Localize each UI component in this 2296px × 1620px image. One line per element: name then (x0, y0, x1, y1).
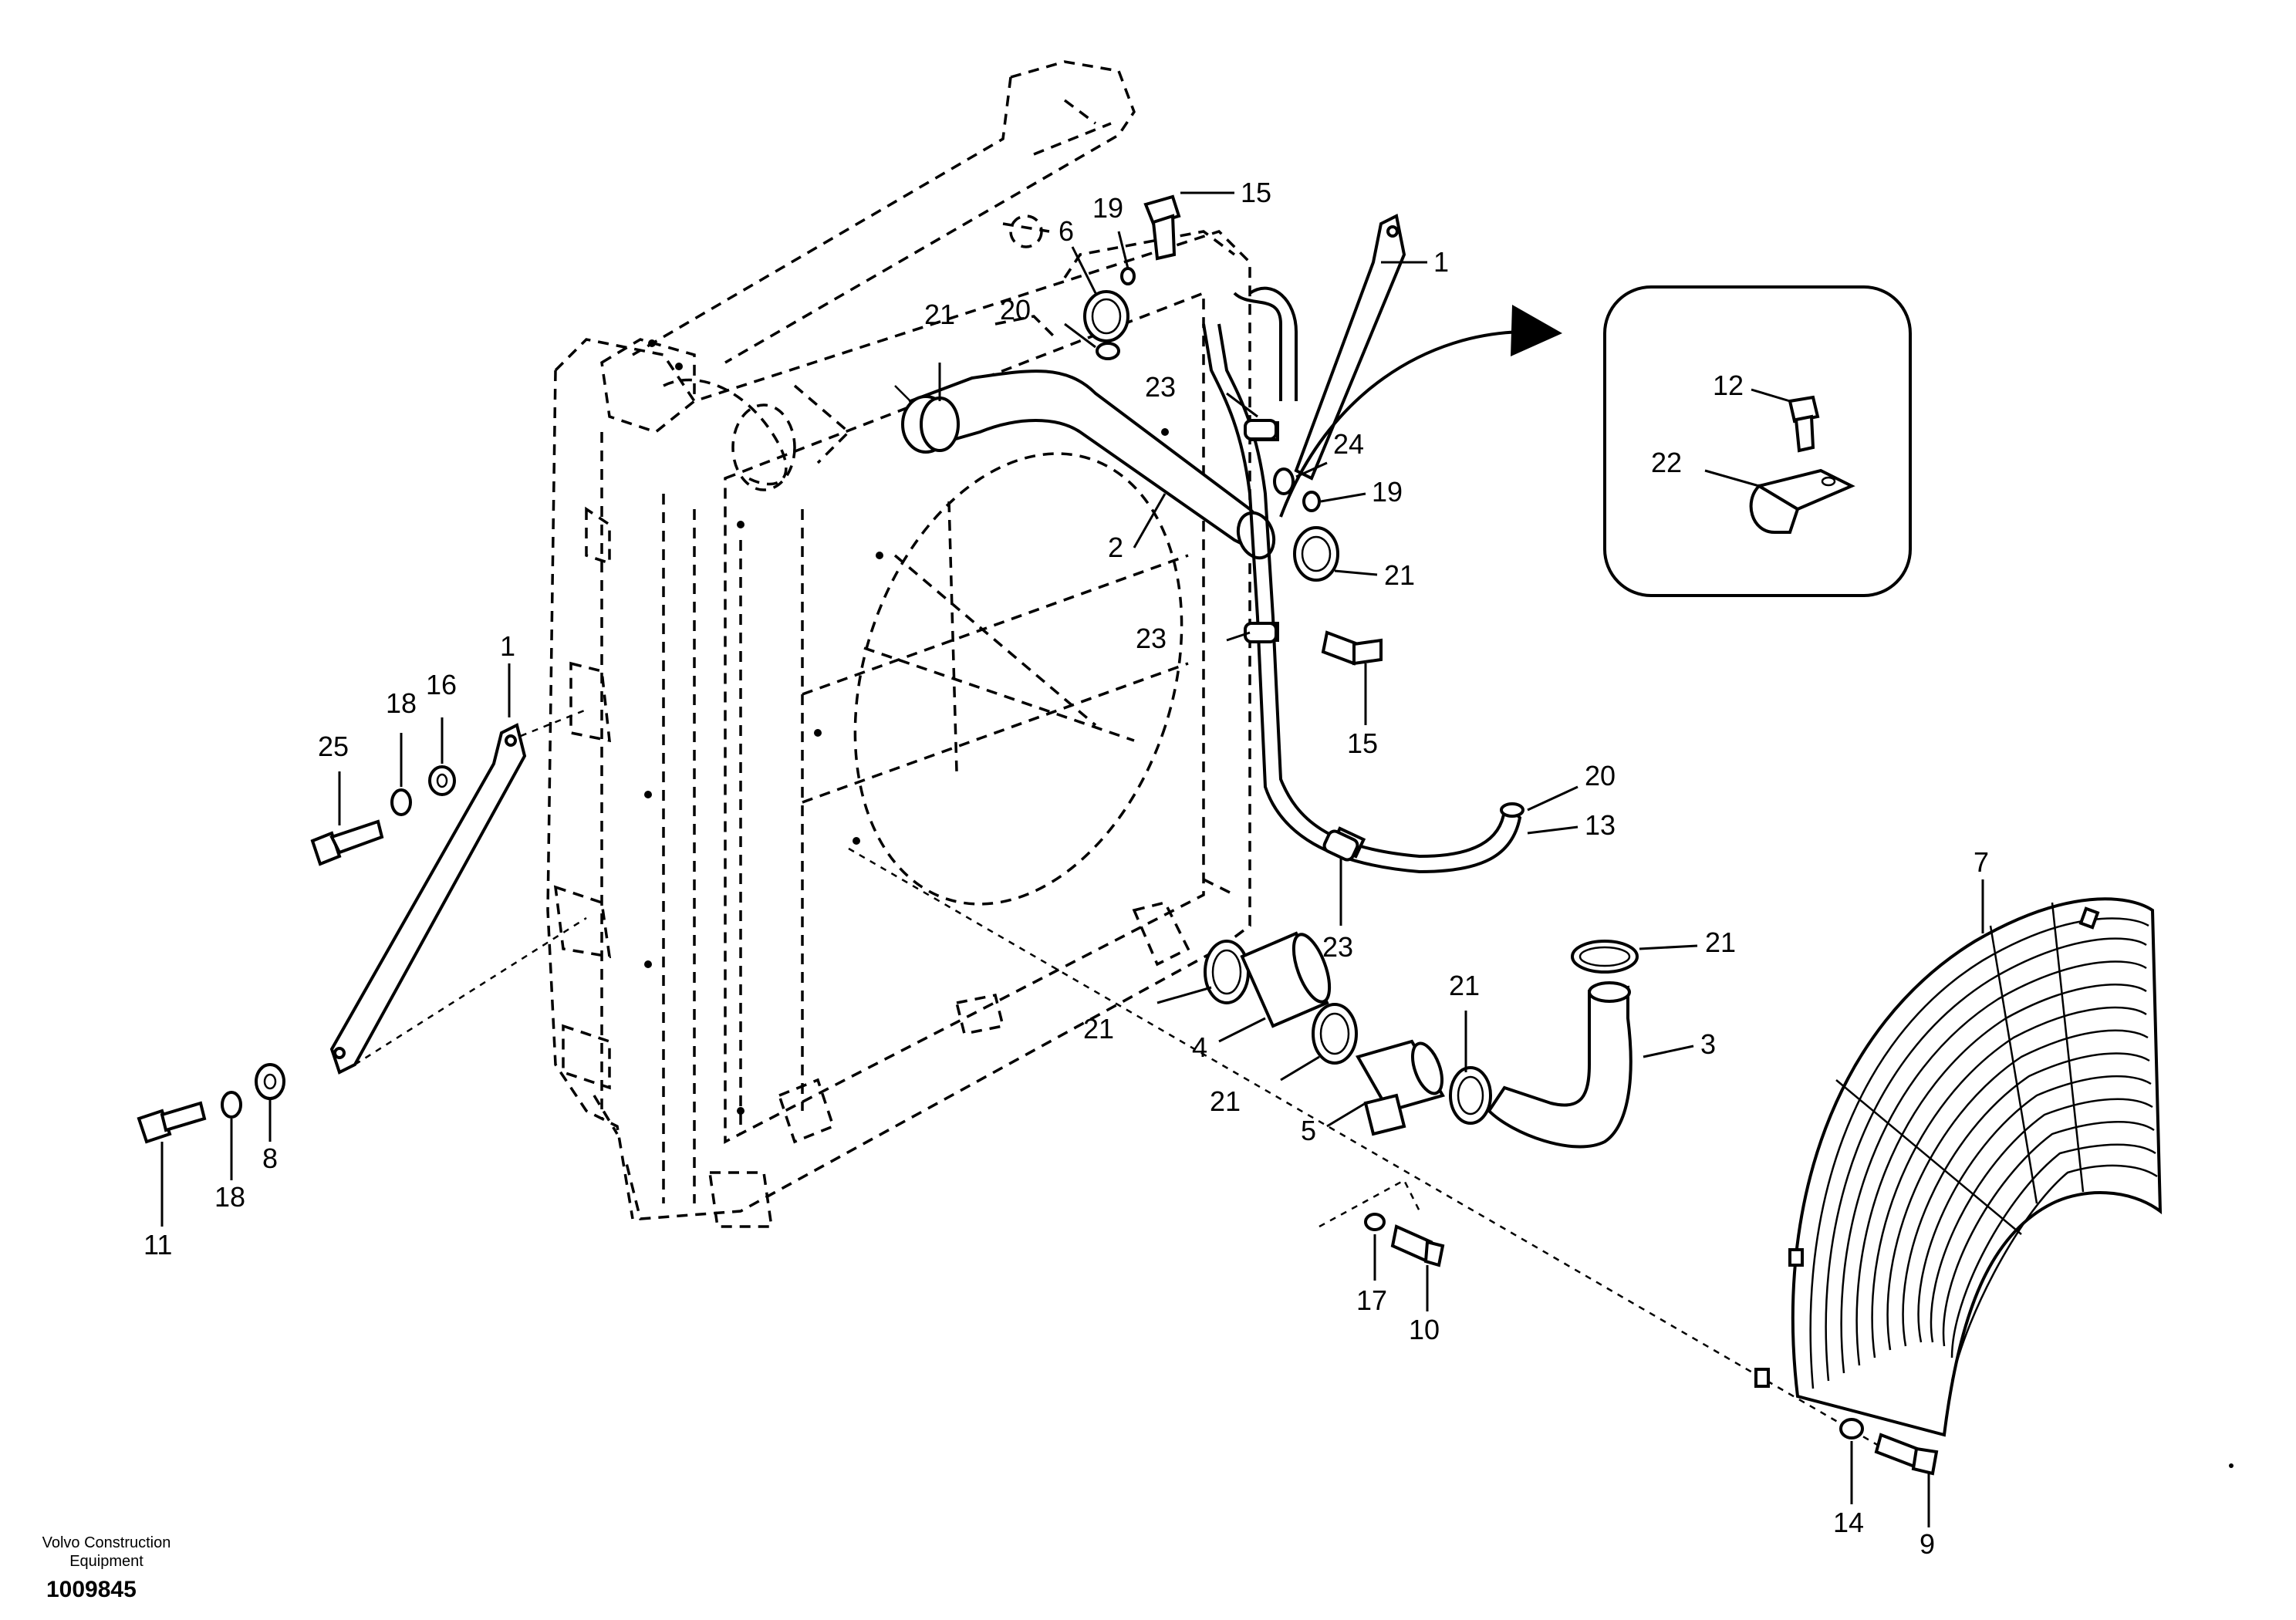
callout-20-right: 20 (1585, 760, 1616, 791)
callout-10: 10 (1409, 1314, 1440, 1345)
top-hardware (1083, 194, 1383, 862)
callout-21-hose-top: 21 (1705, 926, 1736, 958)
callout-23-low: 23 (1322, 931, 1353, 963)
callout-9: 9 (1920, 1528, 1935, 1560)
detail-inset (1279, 285, 1912, 597)
callout-21-right: 21 (1384, 559, 1415, 591)
upper-radiator-hose (894, 370, 1276, 560)
callout-19-right: 19 (1372, 476, 1403, 508)
callout-12: 12 (1713, 370, 1744, 401)
callout-8: 8 (262, 1142, 278, 1174)
callout-20-top: 20 (1000, 294, 1031, 326)
radiator-frame-phantom (546, 60, 1251, 1228)
fan-guard (1754, 897, 2163, 1476)
callout-21-upper-left: 21 (924, 299, 955, 330)
callout-24: 24 (1333, 428, 1364, 460)
callout-1-left: 1 (500, 630, 515, 662)
callout-14: 14 (1833, 1507, 1864, 1538)
callout-5: 5 (1301, 1115, 1316, 1146)
callout-labels: 1 1 2 3 4 5 6 7 8 9 10 11 12 13 14 15 15… (144, 177, 1989, 1560)
lower-hoses (1204, 931, 1639, 1267)
brand-line-2: Equipment (69, 1553, 144, 1570)
arrow-head-icon (1511, 305, 1562, 356)
callout-16: 16 (426, 669, 457, 700)
callout-21-mid: 21 (1210, 1085, 1241, 1117)
callout-17: 17 (1356, 1284, 1387, 1316)
callout-19-top: 19 (1092, 192, 1123, 224)
callout-18-lower: 18 (214, 1181, 245, 1213)
callout-23-mid: 23 (1136, 623, 1167, 654)
support-strap-left (329, 723, 527, 1075)
breather-tube (1202, 286, 1524, 874)
support-strap-upper (1294, 214, 1406, 481)
callout-1-upper: 1 (1433, 246, 1449, 278)
callout-3: 3 (1700, 1028, 1716, 1060)
callout-7: 7 (1974, 846, 1989, 878)
drawing-number: 1009845 (46, 1577, 137, 1602)
callout-21-right-lower: 21 (1449, 970, 1480, 1001)
brand-line-1: Volvo Construction (42, 1534, 171, 1551)
callout-21-lower-left: 21 (1083, 1013, 1114, 1045)
callout-25: 25 (318, 731, 349, 762)
installation-lines (354, 708, 1914, 1467)
brand-credit: Volvo Construction Equipment (22, 1534, 191, 1571)
callout-15-mid: 15 (1347, 727, 1378, 759)
callout-23-top: 23 (1145, 371, 1176, 403)
callout-22: 22 (1651, 447, 1682, 478)
left-hardware (137, 765, 456, 1144)
stray-dot (2229, 1463, 2234, 1468)
callout-18-upper: 18 (386, 687, 417, 719)
callout-6: 6 (1059, 215, 1074, 247)
callout-leaders (160, 191, 1984, 1527)
callout-4: 4 (1192, 1031, 1207, 1063)
callout-15-top: 15 (1241, 177, 1271, 208)
callout-2: 2 (1108, 532, 1123, 563)
callout-11: 11 (144, 1229, 172, 1261)
callout-13: 13 (1585, 809, 1616, 841)
